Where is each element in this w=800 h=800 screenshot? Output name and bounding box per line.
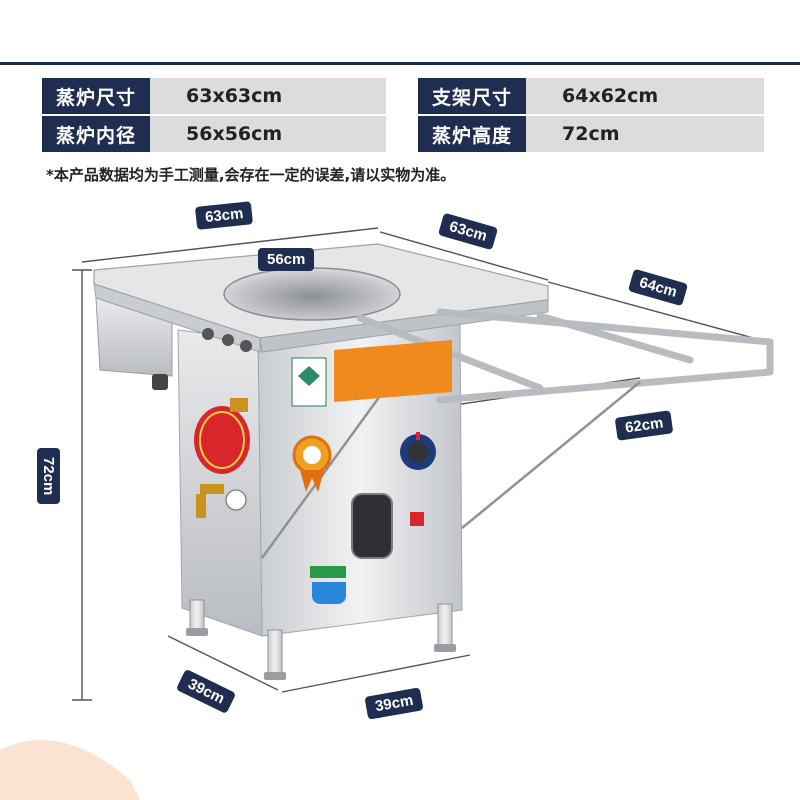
spec-row-inner-diameter: 蒸炉内径 56x56cm (42, 116, 386, 152)
brass-faucet (200, 484, 224, 494)
spec-label: 蒸炉内径 (42, 116, 150, 152)
folding-rack (356, 308, 774, 404)
logo-mark (298, 366, 320, 386)
corner-decoration (0, 740, 140, 800)
dim-inner-diameter: 56cm (258, 248, 315, 271)
top-tray-edge-left (93, 283, 261, 353)
green-label (310, 566, 346, 578)
dim-height: 72cm (37, 448, 60, 505)
spec-value: 72cm (526, 116, 764, 152)
steamer-bowl (223, 267, 401, 321)
spec-row-rack-size: 支架尺寸 64x62cm (418, 78, 764, 114)
legs (189, 599, 453, 677)
spec-value: 64x62cm (526, 78, 764, 114)
side-box-valve (152, 374, 168, 390)
spec-label: 支架尺寸 (418, 78, 526, 114)
top-band (0, 0, 800, 62)
spec-value: 56x56cm (150, 116, 386, 152)
measurement-note: *本产品数据均为手工测量,会存在一定的误差,请以实物为准。 (46, 166, 456, 184)
cabinet-side (177, 329, 263, 637)
spec-row-steamer-height: 蒸炉高度 72cm (418, 116, 764, 152)
orange-brand-label (334, 340, 452, 402)
spec-label: 蒸炉尺寸 (42, 78, 150, 114)
spec-value: 63x63cm (150, 78, 386, 114)
blue-button (312, 582, 346, 604)
spec-label: 蒸炉高度 (418, 116, 526, 152)
red-circle-badge (194, 406, 250, 474)
power-switch (410, 512, 424, 526)
top-border-line (0, 62, 800, 65)
sight-window (351, 493, 393, 559)
spec-row-steamer-size: 蒸炉尺寸 63x63cm (42, 78, 386, 114)
